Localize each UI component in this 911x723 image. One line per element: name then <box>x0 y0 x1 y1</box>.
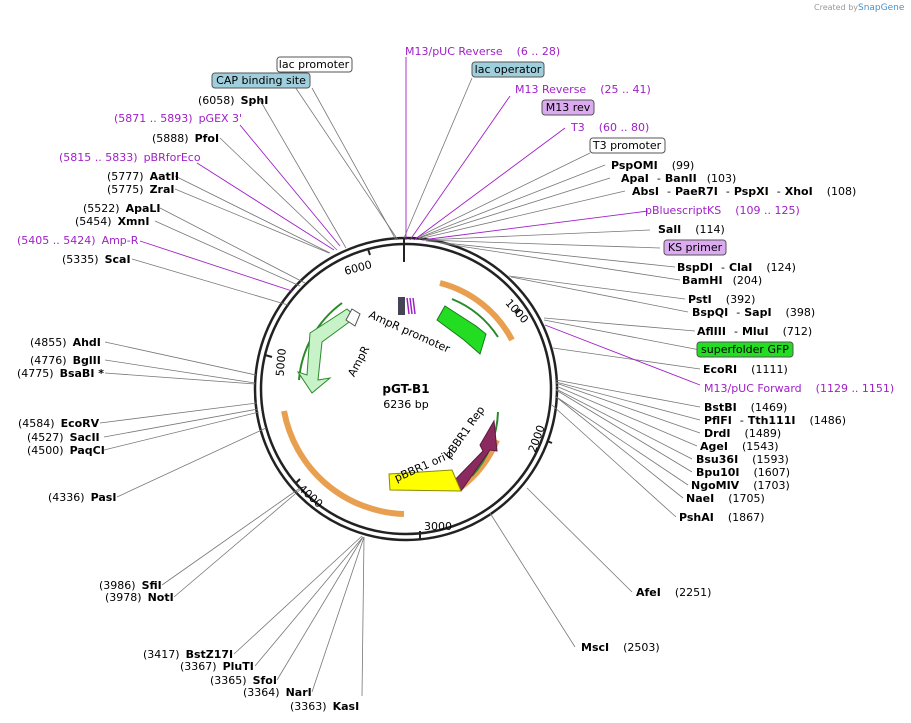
site-kasi: (3363)KasI <box>290 700 359 713</box>
sfgfp-box: superfolder GFP <box>696 341 794 358</box>
primer-pbrforeco: (5815 .. 5833)pBRforEco <box>59 151 201 164</box>
right-leader-lines <box>403 77 701 648</box>
tick-6000 <box>367 248 371 256</box>
primer-mark-1 <box>406 297 410 315</box>
site-bstbi: BstBI(1469) <box>704 401 787 414</box>
left-primer-lines <box>139 124 341 292</box>
arc-feature-bottom-left <box>281 410 405 517</box>
site-paqci: (4500)PaqCI <box>27 444 105 457</box>
left-site-labels: (6058)SphI (5888)PfoI (5777)AatII (5775)… <box>17 94 359 713</box>
site-sali: SalI(114) <box>658 223 725 236</box>
primer-mark-3 <box>412 297 416 315</box>
map-length: 6236 bp <box>383 398 428 411</box>
site-bsabi: (4775)BsaBI * <box>17 367 104 380</box>
site-msci: MscI(2503) <box>581 641 660 654</box>
tick-label-6000: 6000 <box>343 258 373 278</box>
cap-binding-site-box: CAP binding site <box>211 72 311 89</box>
site-afliii-mlui: AflIII-MluI(712) <box>697 325 812 338</box>
site-bspqi-sapi: BspQI-SapI(398) <box>692 306 815 319</box>
site-ngomiv: NgoMIV(1703) <box>691 479 790 492</box>
tick-label-3000: 3000 <box>424 520 452 533</box>
site-agei: AgeI(1543) <box>700 440 779 453</box>
site-afei: AfeI(2251) <box>636 586 711 599</box>
tick-label-1000: 1000 <box>503 297 531 327</box>
site-sacii: (4527)SacII <box>27 431 100 444</box>
site-pshai: PshAI(1867) <box>679 511 764 524</box>
site-apali: (5522)ApaLI <box>83 202 161 215</box>
arc-feature-top-right <box>439 280 515 342</box>
tick-1000 <box>514 308 521 314</box>
ampr-feature-arrow <box>296 308 357 394</box>
sfgfp-feature-arrow <box>436 305 487 355</box>
site-nari: (3364)NarI <box>243 686 312 699</box>
site-xmni: (5454)XmnI <box>75 215 149 228</box>
lac-promoter-label: lac promoter <box>279 58 350 71</box>
site-noti: (3978)NotI <box>105 591 174 604</box>
ks-primer-box: KS primer <box>663 239 727 256</box>
site-bglii: (4776)BglII <box>30 354 101 367</box>
site-ecori: EcoRI(1111) <box>703 363 788 376</box>
lac-operator-box: lac operator <box>471 61 545 78</box>
lac-promoter-box: lac promoter <box>276 56 353 73</box>
site-absi-xhoi: AbsI-PaeR7I-PspXI-XhoI(108) <box>632 185 856 198</box>
site-pfoi: (5888)PfoI <box>152 132 219 145</box>
lac-operator-label: lac operator <box>475 63 542 76</box>
left-leader-lines <box>99 71 399 697</box>
right-site-labels: PspOMI(99) ApaI-BanII(103) AbsI-PaeR7I-P… <box>581 159 856 654</box>
site-pspomi: PspOMI(99) <box>611 159 694 172</box>
site-psti: PstI(392) <box>688 293 755 306</box>
site-bspdi-clai: BspDI-ClaI(124) <box>677 261 796 274</box>
lac-operator-mark <box>398 297 405 315</box>
site-bamhi: BamHI(204) <box>682 274 762 287</box>
sfgfp-label: superfolder GFP <box>701 343 789 356</box>
m13-rev-label: M13 rev <box>546 101 591 114</box>
site-ecorv: (4584)EcoRV <box>18 417 100 430</box>
cap-binding-site-label: CAP binding site <box>216 74 306 87</box>
pbbr1-oriv-feature <box>388 469 462 492</box>
primer-m13-reverse: M13 Reverse(25 .. 41) <box>515 83 651 96</box>
backbone-inner-ring <box>259 242 553 536</box>
site-aatii: (5777)AatII <box>107 170 179 183</box>
site-ahdi: (4855)AhdI <box>30 336 101 349</box>
site-scai: (5335)ScaI <box>62 253 131 266</box>
ks-primer-label: KS primer <box>668 241 723 254</box>
site-naei: NaeI(1705) <box>686 492 765 505</box>
primer-amp-r: (5405 .. 5424)Amp-R <box>17 234 139 247</box>
snapgene-brand: SnapGene <box>858 3 905 13</box>
site-apai-banii: ApaI-BanII(103) <box>621 172 736 185</box>
primer-t3: T3(60 .. 80) <box>570 121 649 134</box>
right-primer-lines <box>405 57 701 386</box>
primer-pbluescriptks: pBluescriptKS(109 .. 125) <box>645 204 800 217</box>
site-bstz17i: (3417)BstZ17I <box>143 648 233 661</box>
primer-pgex3: (5871 .. 5893)pGEX 3' <box>114 112 242 125</box>
tick-2000 <box>546 440 553 444</box>
ampr-label: AmpR <box>345 343 372 378</box>
site-sfoi: (3365)SfoI <box>210 674 277 687</box>
tick-4000 <box>295 478 301 484</box>
site-bpu10i: Bpu10I(1607) <box>696 466 790 479</box>
site-bsu36i: Bsu36I(1593) <box>696 453 789 466</box>
t3-promoter-label: T3 promoter <box>592 139 662 152</box>
primer-m13puc-forward: M13/pUC Forward(1129 .. 1151) <box>704 382 894 395</box>
site-sphi: (6058)SphI <box>198 94 268 107</box>
site-zrai: (5775)ZraI <box>107 183 175 196</box>
site-pflfi-tth111i: PflFI-Tth111I(1486) <box>704 414 846 427</box>
site-pluti: (3367)PluTI <box>180 660 254 673</box>
credit-prefix: Created by <box>814 3 858 12</box>
tick-label-5000: 5000 <box>273 348 288 377</box>
site-pasi: (4336)PasI <box>48 491 116 504</box>
ampr-promoter-arrow <box>345 308 361 327</box>
map-name: pGT-B1 <box>382 382 429 396</box>
pbbr1-rep-arrow <box>449 419 498 492</box>
site-drdi: DrdI(1489) <box>704 427 781 440</box>
t3-promoter-box: T3 promoter <box>589 137 666 154</box>
gfp-inner-arc <box>451 298 499 338</box>
tick-5000 <box>264 354 273 358</box>
primer-mark-2 <box>409 297 413 315</box>
site-sfii: (3986)SfiI <box>99 579 162 592</box>
m13-rev-box: M13 rev <box>541 99 595 116</box>
primer-m13puc-reverse: M13/pUC Reverse(6 .. 28) <box>405 45 560 58</box>
